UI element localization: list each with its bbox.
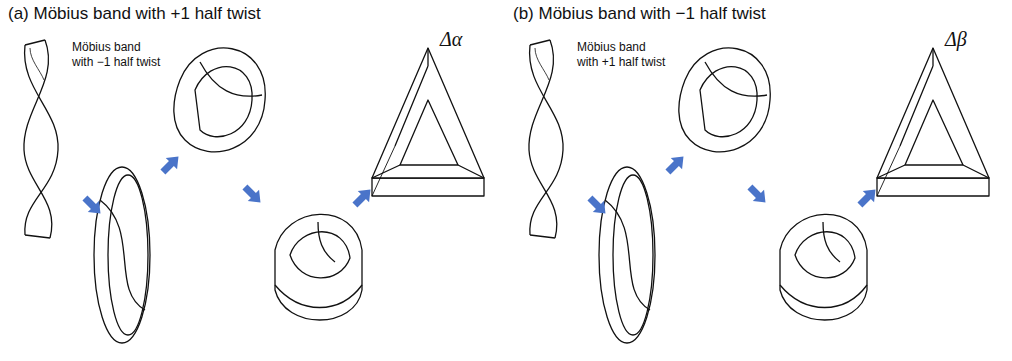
figure-note: Möbius band with +1 half twist (577, 40, 669, 70)
figure-note: Möbius band with −1 half twist (72, 40, 164, 70)
panel-b (529, 40, 989, 343)
figure-symbol: Δβ (945, 28, 967, 51)
panel-heading: (b) Möbius band with −1 half twist (513, 4, 766, 24)
panel-a (24, 40, 484, 343)
panel-heading: (a) Möbius band with +1 half twist (8, 4, 261, 24)
figure-symbol: Δα (440, 28, 462, 51)
